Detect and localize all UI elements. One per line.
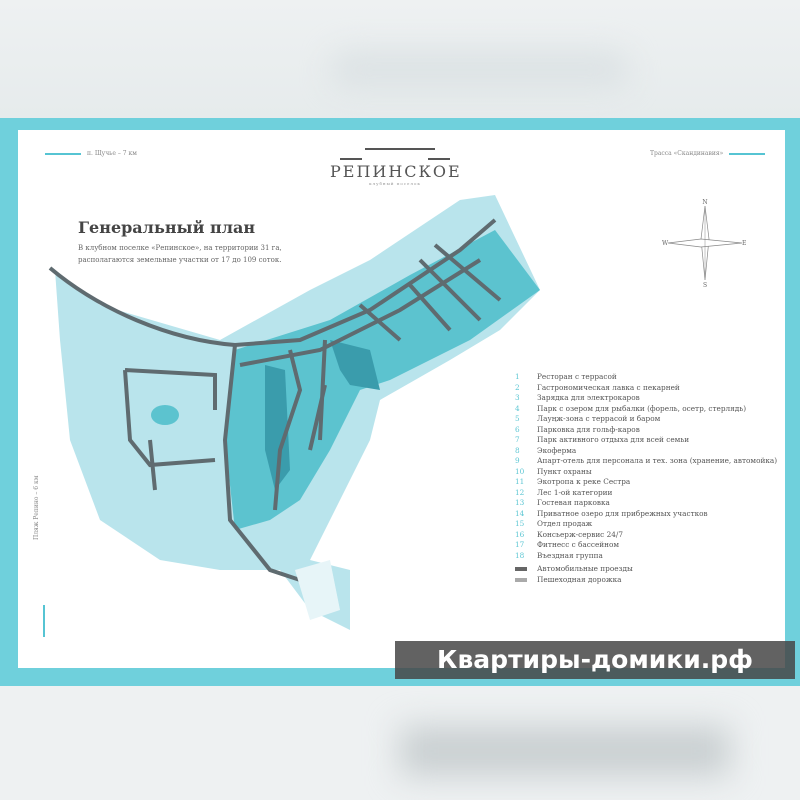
legend-label: Экотропа к реке Сестра [537,477,631,486]
legend-label: Гастрономическая лавка с пекарней [537,382,680,392]
legend: 1 Ресторан с террасой 2 Гастрономическая ла… [515,372,777,585]
watermark: Квартиры-домики.рф [395,641,795,679]
legend-item: 5 Лауңж-зона с террасой и баром [515,414,777,425]
legend-number: 18 [515,550,525,560]
legend-number: 15 [515,519,525,528]
blurred-background-top [0,0,800,118]
legend-number: 11 [515,477,525,486]
legend-number: 14 [515,508,525,518]
legend-item: 12 Лес 1-ой категории [515,488,777,499]
arrow-down-icon [43,605,45,637]
site-map [48,195,540,630]
legend-number: 4 [515,403,520,413]
arrow-left-icon [45,152,81,155]
logo-name: РЕПИНСКОЕ [330,162,462,181]
legend-item: 4 Парк с озером для рыбалки (форель, осет… [515,404,777,415]
legend-label: Ресторан с террасой [537,372,617,381]
legend-label: Парк с озером для рыбалки (форель, осетр… [537,403,747,413]
legend-road-label: Пешеходная дорожка [537,574,622,584]
logo: РЕПИНСКОЕ клубный поселок [330,148,460,186]
legend-label: Экоферма [537,445,577,455]
legend-number: 7 [515,435,520,444]
compass-rose-icon: N S W E [662,199,746,288]
legend-road-label: Автомобильные проезды [537,564,633,573]
legend-number: 5 [515,414,520,423]
legend-item: 18 Въездная группа [515,551,777,562]
lake [151,405,179,425]
compass-n: N [702,199,707,206]
legend-label: Парк активного отдыха для всей семьи [537,435,690,444]
legend-label: Лауңж-зона с террасой и баром [537,414,661,423]
residential-plots [225,230,540,530]
page-title: Генеральный план [78,218,256,237]
legend-item: 13 Гостевая парковка [515,498,777,509]
arrow-right-icon [729,152,766,155]
legend-number: 12 [515,487,525,497]
legend-item: 1 Ресторан с террасой [515,372,777,383]
legend-road-item: Пешеходная дорожка [515,575,777,586]
legend-road-item: Автомобильные проезды [515,564,777,575]
legend-item: 9 Апарт-отель для персонала и тех. зона (… [515,456,777,467]
legend-item: 6 Парковка для гольф-каров [515,425,777,436]
road-swatch [515,577,527,582]
legend-number: 17 [515,540,525,549]
legend-item: 17 Фитнесс с бассейном [515,540,777,551]
legend-label: Апарт-отель для персонала и тех. зона (х… [537,456,778,465]
legend-item: 14 Приватное озеро для прибрежных участко… [515,509,777,520]
legend-number: 1 [515,372,520,381]
legend-number: 2 [515,382,520,392]
legend-number: 9 [515,456,520,465]
legend-label: Зарядка для электрокаров [537,393,640,402]
legend-number: 13 [515,498,525,507]
direction-right: Трасса «Скандинавия» [650,150,766,157]
legend-label: Пункт охраны [537,466,592,476]
legend-number: 3 [515,393,520,402]
compass-e: E [742,240,746,247]
legend-number: 6 [515,424,520,434]
legend-label: Фитнесс с бассейном [537,540,620,549]
legend-number: 16 [515,529,525,539]
legend-number: 10 [515,466,525,476]
legend-label: Гостевая парковка [537,498,610,507]
legend-item: 15 Отдел продаж [515,519,777,530]
direction-left-label: п. Щучье – 7 км [87,150,137,157]
blurred-background-bottom [0,686,800,800]
direction-right-label: Трасса «Скандинавия» [650,150,724,157]
legend-item: 7 Парк активного отдыха для всей семьи [515,435,777,446]
legend-label: Лес 1-ой категории [537,487,613,497]
road-swatch [515,567,527,571]
compass-s: S [703,282,707,288]
logo-subtitle: клубный поселок [369,181,421,186]
legend-item: 11 Экотропа к реке Сестра [515,477,777,488]
legend-item: 16 Консьерж-сервис 24/7 [515,530,777,541]
compass-w: W [662,240,669,247]
legend-number: 8 [515,445,520,455]
legend-item: 3 Зарядка для электрокаров [515,393,777,404]
legend-label: Отдел продаж [537,519,593,528]
legend-item: 8 Экоферма [515,446,777,457]
legend-label: Приватное озеро для прибрежных участков [537,508,708,518]
legend-label: Въездная группа [537,550,603,560]
direction-left: п. Щучье – 7 км [45,150,137,157]
legend-label: Консьерж-сервис 24/7 [537,529,623,539]
legend-label: Парковка для гольф-каров [537,424,640,434]
roads [48,218,502,582]
direction-bottom-label: Пляж Репино – 6 км [33,475,40,540]
plan-description: В клубном поселке «Репинское», на террит… [78,244,282,264]
entrance-area [295,560,340,620]
legend-item: 10 Пункт охраны [515,467,777,478]
legend-item: 2 Гастрономическая лавка с пекарней [515,383,777,394]
